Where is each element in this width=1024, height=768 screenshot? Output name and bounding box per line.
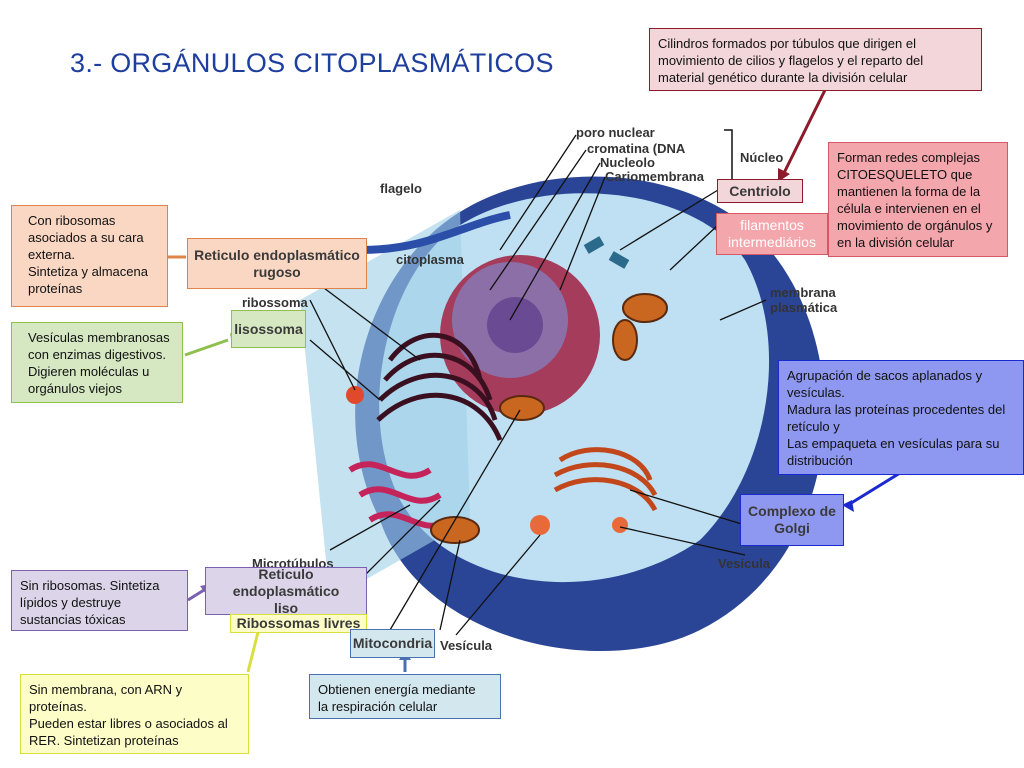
label-cariomembrana: Cariomembrana bbox=[605, 169, 704, 184]
note-centriolo: Cilindros formados por túbulos que dirig… bbox=[649, 28, 982, 91]
label-cromatina: cromatina (DNA bbox=[587, 141, 686, 156]
note-rel: Sin ribosomas. Sintetiza lípidos y destr… bbox=[11, 570, 188, 631]
note-rer: Con ribosomas asociados a su cara extern… bbox=[11, 205, 168, 307]
label-nucleolo: Nucleolo bbox=[600, 155, 655, 170]
tag-lisossoma: lisossoma bbox=[231, 310, 306, 348]
tag-centriolo: Centriolo bbox=[717, 179, 803, 203]
label-citoplasma: citoplasma bbox=[396, 252, 464, 267]
tag-filamentos-intermediarios: filamentos intermediários bbox=[716, 213, 828, 255]
tag-golgi: Complexo de Golgi bbox=[740, 494, 844, 546]
page-title: 3.- ORGÁNULOS CITOPLASMÁTICOS bbox=[70, 48, 554, 78]
tag-mitocondria: Mitocondria bbox=[350, 629, 435, 658]
note-ribossomas: Sin membrana, con ARN y proteínas. Puede… bbox=[20, 674, 249, 754]
tag-rer: Reticulo endoplasmático rugoso bbox=[187, 238, 367, 289]
note-filamentos: Forman redes complejas CITOESQUELETO que… bbox=[828, 142, 1008, 257]
tag-rel: Reticulo endoplasmático liso bbox=[205, 566, 367, 616]
label-nucleo: Núcleo bbox=[740, 150, 784, 165]
note-golgi: Agrupación de sacos aplanados y vesícula… bbox=[778, 360, 1024, 475]
label-ribossoma: ribossoma bbox=[242, 295, 308, 310]
tag-ribossomas-livres: Ribossomas livres bbox=[230, 614, 367, 633]
note-lisossoma: Vesículas membranosas con enzimas digest… bbox=[11, 322, 183, 403]
label-poro-nuclear: poro nuclear bbox=[576, 125, 655, 140]
label-vesicula-golgi: Vesícula bbox=[718, 556, 771, 571]
label-flagelo: flagelo bbox=[380, 181, 422, 196]
label-vesicula-bottom: Vesícula bbox=[440, 638, 493, 653]
note-mitocondria: Obtienen energía mediante la respiración… bbox=[309, 674, 501, 719]
label-membrana-plasmatica: membrana plasmática bbox=[770, 285, 838, 315]
